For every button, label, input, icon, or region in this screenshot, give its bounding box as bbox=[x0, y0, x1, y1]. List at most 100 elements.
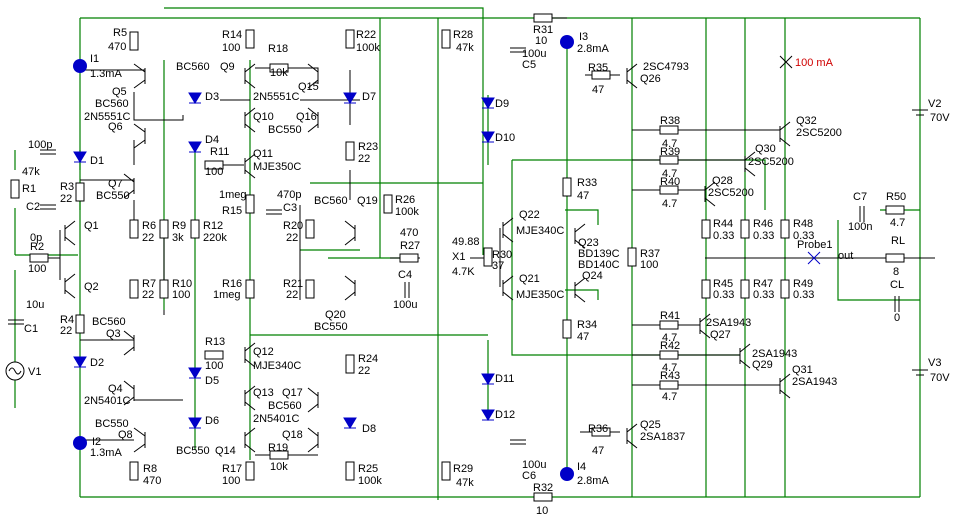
resistor-r38 bbox=[659, 125, 679, 135]
label-r21: R21 bbox=[283, 278, 303, 290]
sources bbox=[5, 35, 574, 481]
label-r5-value: 470 bbox=[108, 41, 126, 53]
label-x1-value: 49.88 bbox=[452, 236, 480, 248]
label-c1-value: 10u bbox=[26, 299, 44, 311]
label-q18: Q18 bbox=[282, 429, 303, 441]
resistor-r16 bbox=[245, 279, 255, 299]
label-c2-value: 0p bbox=[30, 232, 42, 244]
label-r6-value: 22 bbox=[142, 232, 154, 244]
resistor-r25 bbox=[345, 461, 355, 481]
label-r5: R5 bbox=[113, 27, 127, 39]
label-q23: Q23 bbox=[578, 237, 599, 249]
resistor-r29 bbox=[441, 461, 451, 481]
resistor-r30 bbox=[483, 247, 493, 267]
label-r49: R49 bbox=[793, 278, 813, 290]
label-r18: R18 bbox=[268, 43, 288, 55]
label-q23-type: BD139C bbox=[578, 248, 620, 260]
transistor-q16 bbox=[307, 107, 319, 133]
label-x1-type: 4.7K bbox=[452, 266, 475, 278]
label-r13: R13 bbox=[205, 336, 225, 348]
label-r42-value: 4.7 bbox=[662, 362, 677, 374]
resistor-r49 bbox=[780, 279, 790, 299]
label-r37-value: 100 bbox=[640, 259, 658, 271]
label-r14: R14 bbox=[222, 29, 242, 41]
label-q9: Q9 bbox=[220, 61, 235, 73]
label-q32: Q32 bbox=[796, 115, 817, 127]
resistor-r11 bbox=[204, 160, 224, 170]
label-v2: V2 bbox=[928, 98, 941, 110]
label-q2: Q2 bbox=[84, 281, 99, 293]
label-r29: R29 bbox=[453, 463, 473, 475]
label-i4-value: 2.8mA bbox=[577, 475, 609, 487]
resistor-r23 bbox=[345, 141, 355, 161]
label-r31: R31 bbox=[533, 24, 553, 36]
resistor-r42 bbox=[659, 350, 679, 360]
label-r38: R38 bbox=[660, 115, 680, 127]
current-source-i3 bbox=[560, 35, 574, 49]
label-q16-type: BC550 bbox=[268, 124, 302, 136]
label-c2: C2 bbox=[26, 201, 40, 213]
transistor-q14 bbox=[244, 427, 256, 453]
label-q7-type: BC550 bbox=[96, 190, 130, 202]
label-c7-value: 100n bbox=[848, 221, 872, 233]
label-r39: R39 bbox=[660, 146, 680, 158]
transistor-q1 bbox=[64, 220, 76, 246]
capacitor-c5 bbox=[510, 47, 526, 53]
label-r43-value: 4.7 bbox=[662, 391, 677, 403]
ground-wires bbox=[14, 7, 921, 500]
label-r35: R35 bbox=[588, 62, 608, 74]
label-d5: D5 bbox=[205, 375, 219, 387]
transistor-q18 bbox=[307, 427, 319, 453]
label-i1-value: 1.3mA bbox=[90, 68, 122, 80]
resistor-r14 bbox=[245, 29, 255, 49]
capacitor-c1 bbox=[8, 319, 24, 325]
label-r11-value: 100 bbox=[205, 166, 223, 178]
label-r34-value: 47 bbox=[577, 331, 589, 343]
label-i4: I4 bbox=[577, 461, 586, 473]
label-q14-type: BC550 bbox=[176, 445, 210, 457]
transistor-q28 bbox=[704, 181, 716, 207]
label-r16: R16 bbox=[222, 278, 242, 290]
label-d3: D3 bbox=[205, 91, 219, 103]
label-r9-value: 3k bbox=[172, 232, 184, 244]
transistor-q15 bbox=[307, 63, 319, 89]
transistor-q9 bbox=[244, 63, 256, 89]
transistor-q21 bbox=[502, 275, 514, 301]
label-r26: R26 bbox=[395, 194, 415, 206]
label-r31-value: 10 bbox=[535, 35, 547, 47]
transistors bbox=[64, 63, 791, 453]
transistor-q20 bbox=[344, 275, 356, 301]
label-q10: Q10 bbox=[253, 111, 274, 123]
resistor-r22 bbox=[345, 29, 355, 49]
label-r22-value: 100k bbox=[356, 42, 380, 54]
label-probe-current: 100 mA bbox=[795, 57, 834, 69]
label-r38-value: 4.7 bbox=[662, 138, 677, 150]
label-q8-type: BC550 bbox=[95, 418, 129, 430]
resistor-r50 bbox=[885, 205, 905, 215]
label-q8: Q8 bbox=[118, 429, 133, 441]
label-r22: R22 bbox=[356, 29, 376, 41]
label-r32-value: 10 bbox=[536, 505, 548, 517]
resistor-r19 bbox=[269, 450, 289, 460]
resistor-r47 bbox=[740, 279, 750, 299]
label-r30: R30 bbox=[492, 249, 512, 261]
label-q11: Q11 bbox=[253, 148, 273, 160]
label-q30: Q30 bbox=[755, 143, 776, 155]
label-r48: R48 bbox=[793, 218, 813, 230]
label-r39-value: 4.7 bbox=[662, 168, 677, 180]
resistor-r15 bbox=[245, 194, 255, 214]
label-r19: R19 bbox=[268, 442, 288, 454]
label-q9-type: BC560 bbox=[176, 61, 210, 73]
label-r15-value: 1meg bbox=[219, 189, 247, 201]
resistor-r2 bbox=[29, 253, 49, 263]
label-r23-value: 22 bbox=[358, 153, 370, 165]
transistor-q30 bbox=[744, 151, 756, 177]
label-q21: Q21 bbox=[519, 273, 540, 285]
label-r26-value: 100k bbox=[395, 206, 419, 218]
label-r7: R7 bbox=[142, 278, 156, 290]
label-r44-value: 0.33 bbox=[713, 230, 734, 242]
resistor-r17 bbox=[245, 461, 255, 481]
label-q7: Q7 bbox=[108, 178, 123, 190]
label-q16: Q16 bbox=[296, 111, 317, 123]
label-d2: D2 bbox=[90, 357, 104, 369]
